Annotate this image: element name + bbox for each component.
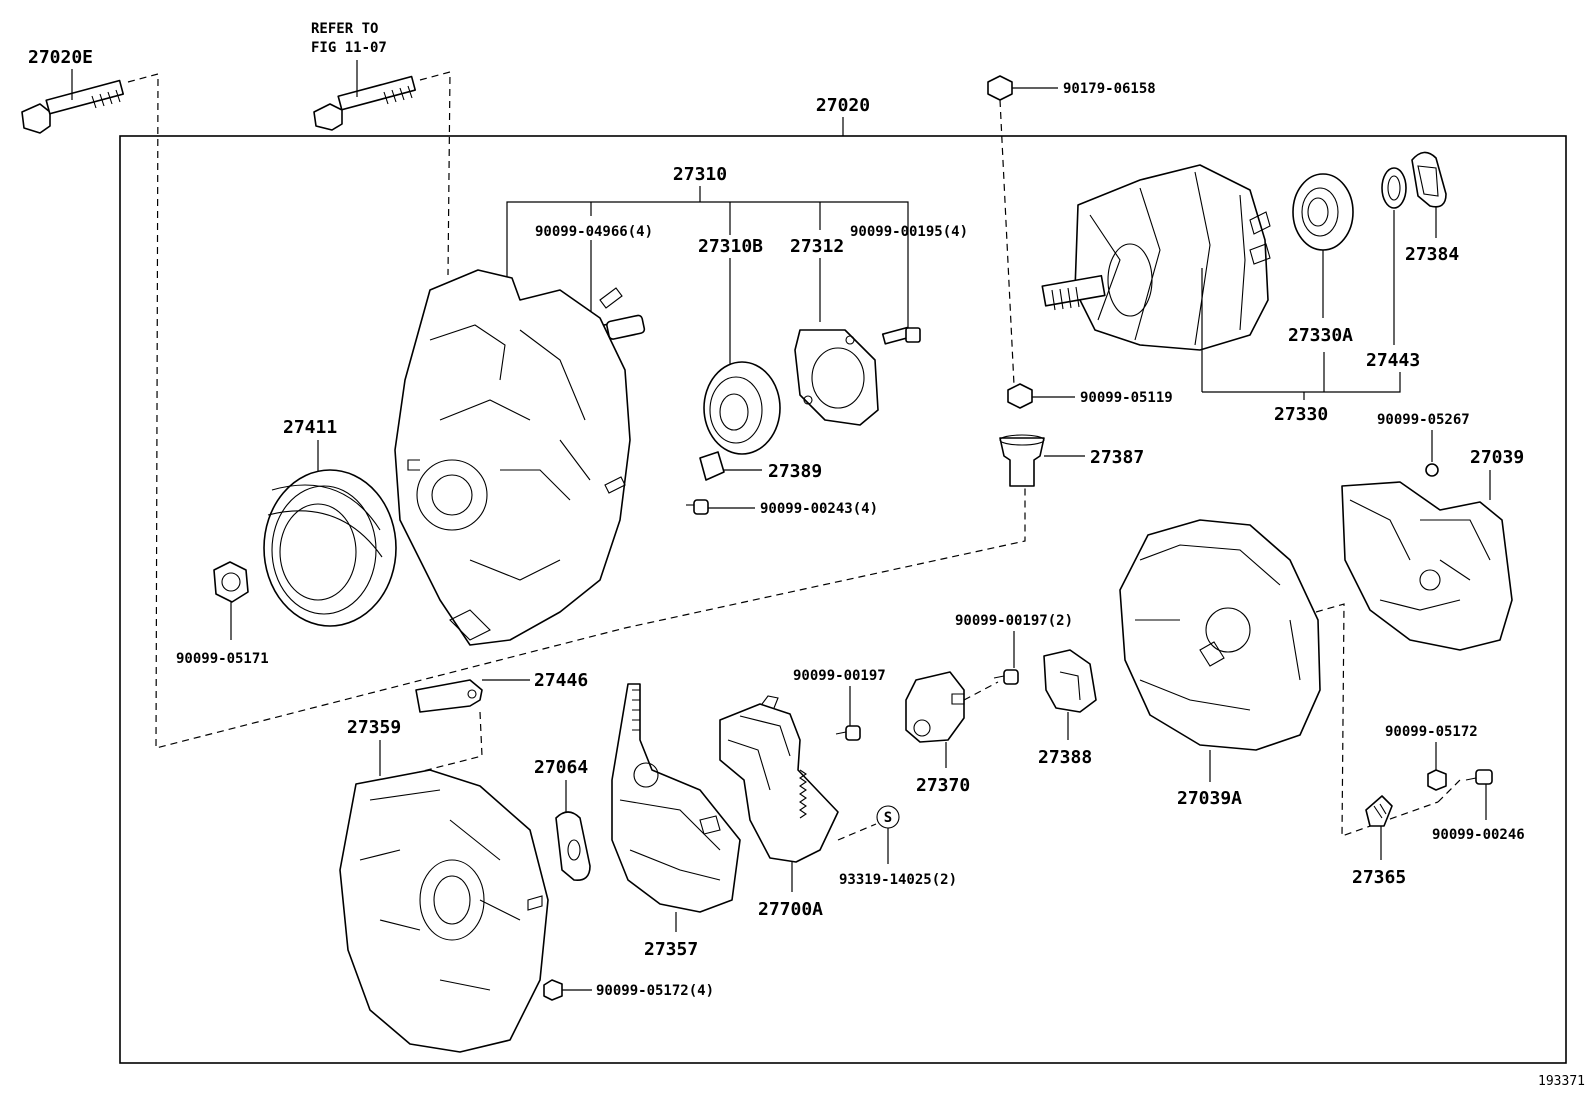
- nut-90099-05172-4[interactable]: [543, 979, 563, 1001]
- bearing-27330a[interactable]: [1292, 173, 1354, 251]
- label-27020e: 27020E: [28, 47, 93, 68]
- rectifier-27357[interactable]: [611, 683, 741, 913]
- screw-90099-00243[interactable]: [686, 499, 709, 515]
- nut-90179-06158[interactable]: [987, 75, 1013, 101]
- screw-90099-00246[interactable]: [1465, 769, 1493, 785]
- label-27357: 27357: [644, 939, 698, 960]
- label-27310b: 27310B: [698, 236, 763, 257]
- reference-note-line2: FIG 11-07: [311, 40, 387, 56]
- screw-90099-00195[interactable]: [881, 326, 921, 345]
- bearing-27310b[interactable]: [703, 361, 781, 455]
- insulator-27064[interactable]: [555, 811, 591, 882]
- label-27388: 27388: [1038, 747, 1092, 768]
- label-93319-14025: 93319-14025(2): [839, 872, 957, 888]
- label-90099-00195: 90099-00195(4): [850, 224, 968, 240]
- nut-90099-05171[interactable]: [213, 561, 249, 603]
- bolt-27020e[interactable]: [21, 79, 125, 134]
- label-90099-00197: 90099-00197: [793, 668, 886, 684]
- label-90179-06158: 90179-06158: [1063, 81, 1156, 97]
- reference-note-line1: REFER TO: [311, 21, 378, 37]
- s-symbol: S: [884, 810, 892, 826]
- label-27359: 27359: [347, 717, 401, 738]
- rear-cover-27039[interactable]: [1341, 481, 1513, 651]
- cover-27384[interactable]: [1411, 151, 1447, 208]
- assembly-label: 27020: [816, 95, 870, 116]
- regulator-27700a[interactable]: [719, 695, 839, 863]
- label-27330a: 27330A: [1288, 325, 1353, 346]
- label-27700a: 27700A: [758, 899, 823, 920]
- label-27330: 27330: [1274, 404, 1328, 425]
- terminal-insulator-27387[interactable]: [999, 434, 1045, 487]
- pulley-27411[interactable]: [263, 469, 397, 627]
- screw-90099-00197-2[interactable]: [993, 669, 1019, 685]
- label-90099-05172: 90099-05172: [1385, 724, 1478, 740]
- label-90099-05172-4: 90099-05172(4): [596, 983, 714, 999]
- label-27411: 27411: [283, 417, 337, 438]
- label-27312: 27312: [790, 236, 844, 257]
- rotor-27330a[interactable]: [1041, 164, 1271, 351]
- figure-number: 193371: [1538, 1074, 1585, 1089]
- nut-90099-05267[interactable]: [1425, 463, 1439, 477]
- rear-end-frame-27039a[interactable]: [1119, 519, 1321, 751]
- drive-end-frame-27310[interactable]: [394, 269, 631, 646]
- label-90099-05171: 90099-05171: [176, 651, 269, 667]
- label-27039a: 27039A: [1177, 788, 1242, 809]
- label-90099-04966: 90099-04966(4): [535, 224, 653, 240]
- label-90099-00197-2: 90099-00197(2): [955, 613, 1073, 629]
- label-90099-05267: 90099-05267: [1377, 412, 1470, 428]
- bracket-27446[interactable]: [415, 679, 483, 713]
- bolt-refer-fig-11-07[interactable]: [313, 75, 417, 131]
- label-27443: 27443: [1366, 350, 1420, 371]
- retainer-plate-27312[interactable]: [794, 329, 879, 426]
- label-27389: 27389: [768, 461, 822, 482]
- label-27064: 27064: [534, 757, 588, 778]
- label-90099-05119: 90099-05119: [1080, 390, 1173, 406]
- insulator-27365[interactable]: [1365, 795, 1393, 827]
- label-27387: 27387: [1090, 447, 1144, 468]
- nut-90099-05119[interactable]: [1007, 383, 1033, 409]
- label-27370: 27370: [916, 775, 970, 796]
- label-27365: 27365: [1352, 867, 1406, 888]
- washer-27443[interactable]: [1381, 167, 1407, 209]
- label-27039: 27039: [1470, 447, 1524, 468]
- brush-holder-27370[interactable]: [905, 671, 965, 743]
- label-27446: 27446: [534, 670, 588, 691]
- label-90099-00246: 90099-00246: [1432, 827, 1525, 843]
- label-27310: 27310: [673, 164, 727, 185]
- cover-27388[interactable]: [1043, 649, 1097, 713]
- insulator-27389[interactable]: [699, 451, 725, 481]
- nut-90099-05172[interactable]: [1427, 769, 1447, 791]
- label-27384: 27384: [1405, 244, 1459, 265]
- rear-frame-27359[interactable]: [339, 769, 549, 1053]
- screw-90099-00197[interactable]: [835, 725, 861, 741]
- label-90099-00243: 90099-00243(4): [760, 501, 878, 517]
